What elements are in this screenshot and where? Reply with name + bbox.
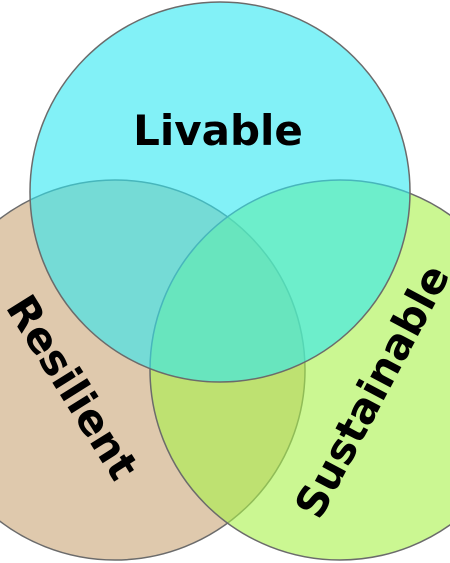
- livable-circle: [29, 1, 411, 383]
- livable-label: Livable: [133, 106, 303, 155]
